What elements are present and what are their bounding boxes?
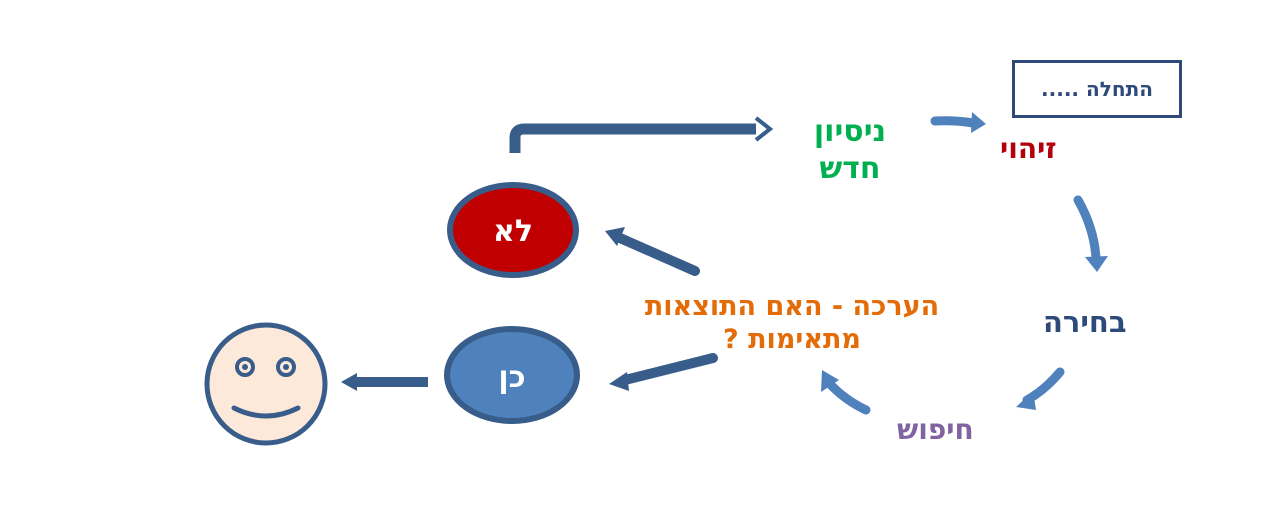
start-box: התחלה ..... — [1012, 60, 1182, 118]
arrowhead-identify-to-choice — [1085, 256, 1108, 272]
arrowhead-evaluate-to-yes — [609, 372, 629, 391]
start-label: התחלה ..... — [1041, 77, 1153, 101]
arrow-new-to-identify — [930, 116, 978, 128]
new-attempt-label: ניסיון חדש — [813, 114, 887, 186]
no-node — [447, 182, 579, 278]
identify-label: זיהוי — [1000, 132, 1057, 165]
arrow-search-to-evaluate — [825, 379, 871, 415]
arrowhead-no-to-new-attempt — [754, 116, 774, 142]
choice-label: בחירה — [1043, 305, 1127, 339]
arrow-identify-to-choice — [1073, 195, 1101, 263]
smiley-face-icon — [204, 322, 328, 446]
arrowhead-evaluate-to-no — [605, 227, 625, 246]
arrowhead-yes-to-smiley — [341, 373, 357, 391]
no-label: לא — [493, 214, 533, 249]
arrowhead-new-to-identify — [971, 112, 986, 133]
search-label: חיפוש — [897, 413, 974, 446]
arrow-evaluate-to-no — [615, 233, 700, 276]
arrowhead-search-to-evaluate — [821, 370, 839, 392]
yes-node — [444, 326, 580, 424]
arrowhead-choice-to-search — [1016, 391, 1036, 410]
yes-label: כן — [498, 360, 526, 395]
arrow-evaluate-to-yes — [620, 353, 718, 385]
evaluate-label: הערכה - האם התוצאות מתאימות ? — [644, 291, 940, 355]
arrow-no-to-new-attempt — [509, 123, 756, 153]
